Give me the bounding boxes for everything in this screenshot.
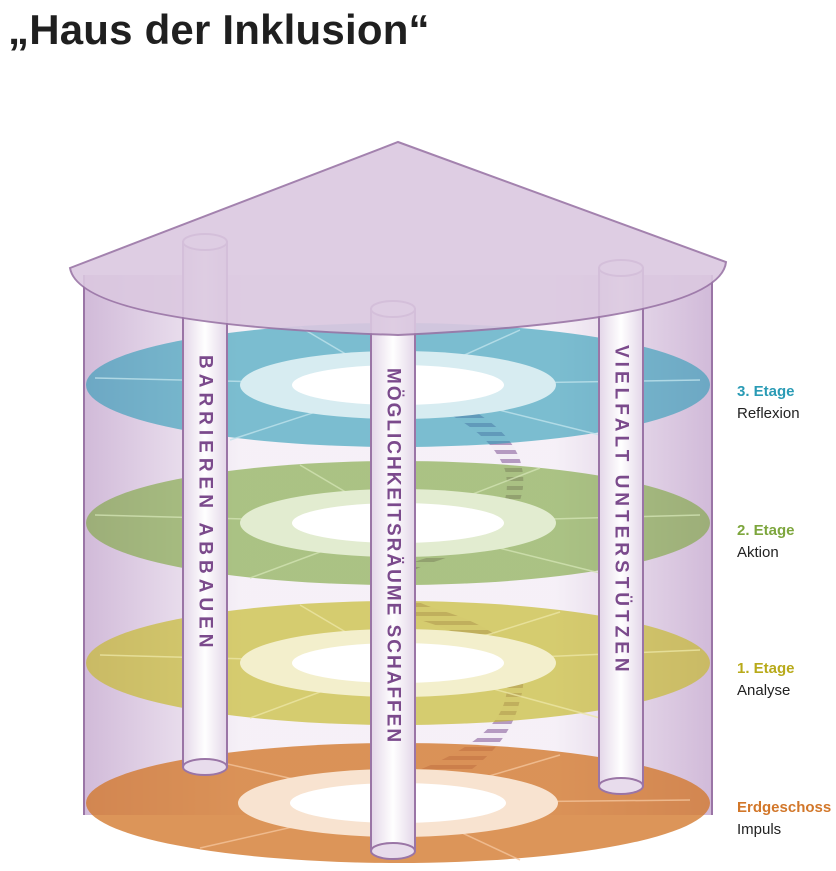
pillar-left-label: BARRIEREN ABBAUEN — [195, 355, 216, 653]
floor-erdgeschoss-name: Erdgeschoss — [737, 799, 831, 816]
floor-2-name: 2. Etage — [737, 522, 795, 539]
roof — [68, 140, 728, 337]
floor-1-name: 1. Etage — [737, 660, 795, 677]
pillar-right: VIELFALT UNTERSTÜTZEN — [598, 259, 644, 795]
floor-3-name: 3. Etage — [737, 383, 795, 400]
floor-3-desc: Reflexion — [737, 405, 800, 422]
floor-1-desc: Analyse — [737, 682, 790, 699]
page-title: „Haus der Inklusion“ — [8, 6, 430, 53]
pillar-center: MÖGLICHKEITSRÄUME SCHAFFEN — [370, 300, 416, 860]
pillar-center-label: MÖGLICHKEITSRÄUME SCHAFFEN — [383, 368, 404, 744]
pillar-right-label: VIELFALT UNTERSTÜTZEN — [611, 345, 632, 676]
floor-labels: 3. Etage Reflexion 2. Etage Aktion 1. Et… — [737, 383, 831, 838]
floor-2-desc: Aktion — [737, 544, 779, 561]
floor-erdgeschoss-desc: Impuls — [737, 821, 781, 838]
